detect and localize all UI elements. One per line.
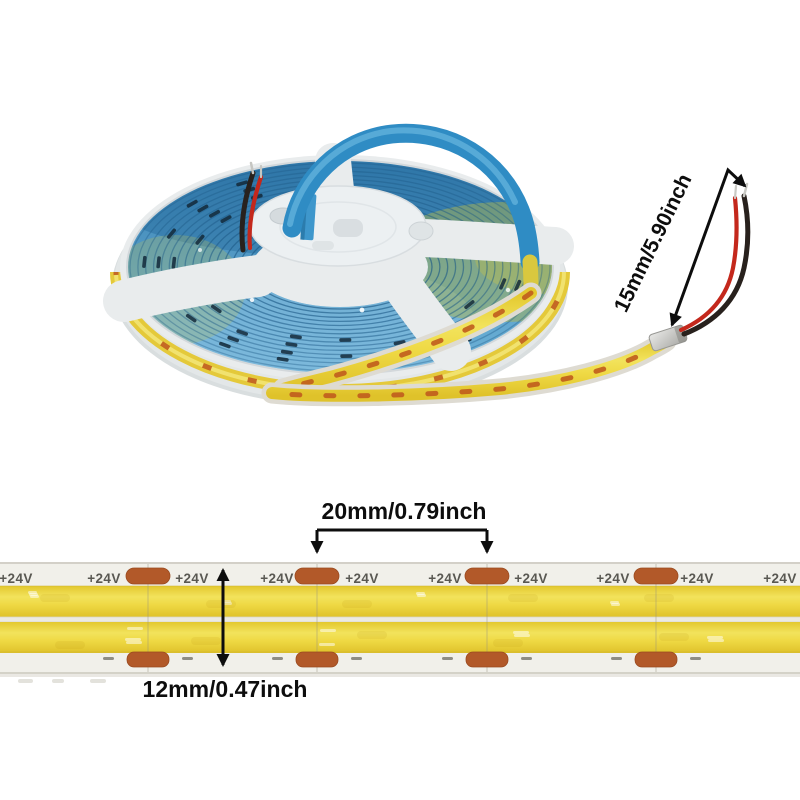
winding-pad-dash (171, 256, 177, 269)
solder-pad-top (464, 567, 510, 585)
voltage-label: +24V (680, 571, 714, 586)
phosphor-glint (513, 631, 529, 634)
width-label: 12mm/0.47inch (143, 676, 308, 702)
voltage-label: +24V (514, 571, 548, 586)
winding-pad-dash (186, 199, 198, 208)
phosphor-glint (126, 641, 142, 644)
voltage-label: +24V (345, 571, 379, 586)
solder-pad-bottom (634, 651, 678, 668)
phosphor-glint (611, 603, 620, 606)
cob-band-top (0, 586, 800, 617)
voltage-label: +24V (763, 571, 797, 586)
phosphor-smudge (508, 594, 538, 602)
winding-pad-dash (166, 228, 177, 239)
phosphor-smudge (40, 594, 70, 602)
winding-pad-dash (236, 180, 248, 187)
winding-pad-dash (339, 338, 352, 342)
phosphor-smudge (191, 637, 221, 645)
winding-pad-dash (220, 215, 232, 224)
phosphor-smudge (493, 639, 523, 647)
winding-pad-dash (195, 234, 205, 245)
voltage-label: +24V (87, 571, 121, 586)
phosphor-glint (707, 636, 723, 639)
phosphor-glint (125, 638, 141, 641)
phosphor-glint (708, 639, 724, 642)
winding-pad-dash (236, 329, 249, 336)
winding-pad-dash (208, 209, 221, 218)
phosphor-glint (127, 627, 143, 630)
winding-pad-dash (197, 204, 209, 213)
wire-bare-tip (249, 161, 255, 175)
winding-pad-dash (156, 256, 161, 269)
pitch-label: 20mm/0.79inch (322, 498, 487, 524)
solder-dash (690, 657, 701, 660)
phosphor-smudge (342, 600, 372, 608)
strip-marks: +24V +24V +24V +24V +24V +24V +24V +24V +24V +24V (0, 564, 797, 672)
winding-pad-dash (227, 335, 240, 343)
winding-pad-dash (289, 334, 302, 340)
solder-dash (272, 657, 283, 660)
voltage-label: +24V (428, 571, 462, 586)
winding-pad-dash (142, 255, 147, 268)
phosphor-smudge (659, 633, 689, 641)
winding-pad-dash (499, 278, 507, 290)
solder-pad-top (633, 567, 679, 585)
winding-pad-dash (285, 342, 298, 347)
winding-pad-dash (393, 340, 406, 346)
winding-pad-dash (280, 349, 293, 355)
voltage-label: +24V (260, 571, 294, 586)
hub-slot (333, 219, 363, 237)
phosphor-smudge (206, 600, 236, 608)
solder-pad-bottom (295, 651, 339, 668)
cob-texture (28, 591, 724, 649)
winding-pad-dash (210, 304, 222, 314)
winding-pad-dash (219, 341, 231, 349)
voltage-label: +24V (0, 571, 33, 586)
solder-dash (521, 657, 532, 660)
voltage-label: +24V (175, 571, 209, 586)
strip-reflection-marks (18, 679, 106, 683)
wire-bare-tip (733, 184, 738, 200)
solder-pad-top (294, 567, 340, 585)
solder-dash (351, 657, 362, 660)
winding-pad-dash (276, 356, 289, 362)
phosphor-glint (514, 634, 530, 637)
solder-dash (182, 657, 193, 660)
pitch-dimension: 20mm/0.79inch (310, 498, 494, 554)
voltage-label: +24V (596, 571, 630, 586)
phosphor-smudge (644, 594, 674, 602)
winding-pad-dash (340, 354, 353, 358)
closeup-strip: +24V +24V +24V +24V +24V +24V +24V +24V +24V +24V (0, 562, 800, 683)
phosphor-glint (30, 595, 39, 598)
solder-pad-top (125, 567, 171, 585)
solder-dash (611, 657, 622, 660)
hub-hole-right (408, 221, 434, 241)
winding-pad-dash (514, 279, 522, 292)
solder-pad-bottom (465, 651, 509, 668)
wire-length-dimension: 15mm/5.90inch (610, 167, 747, 327)
solder-dash (103, 657, 114, 660)
solder-pad-bottom (126, 651, 170, 668)
width-dimension: 12mm/0.47inch (143, 568, 308, 702)
reel-power-wires (239, 161, 264, 253)
phosphor-glint (320, 629, 336, 632)
solder-dash (442, 657, 453, 660)
winding-pad-dash (185, 313, 197, 323)
phosphor-smudge (357, 631, 387, 639)
phosphor-glint (319, 643, 335, 646)
phosphor-smudge (55, 641, 85, 649)
winding-pad-dash (464, 300, 475, 310)
phosphor-glint (417, 594, 426, 597)
